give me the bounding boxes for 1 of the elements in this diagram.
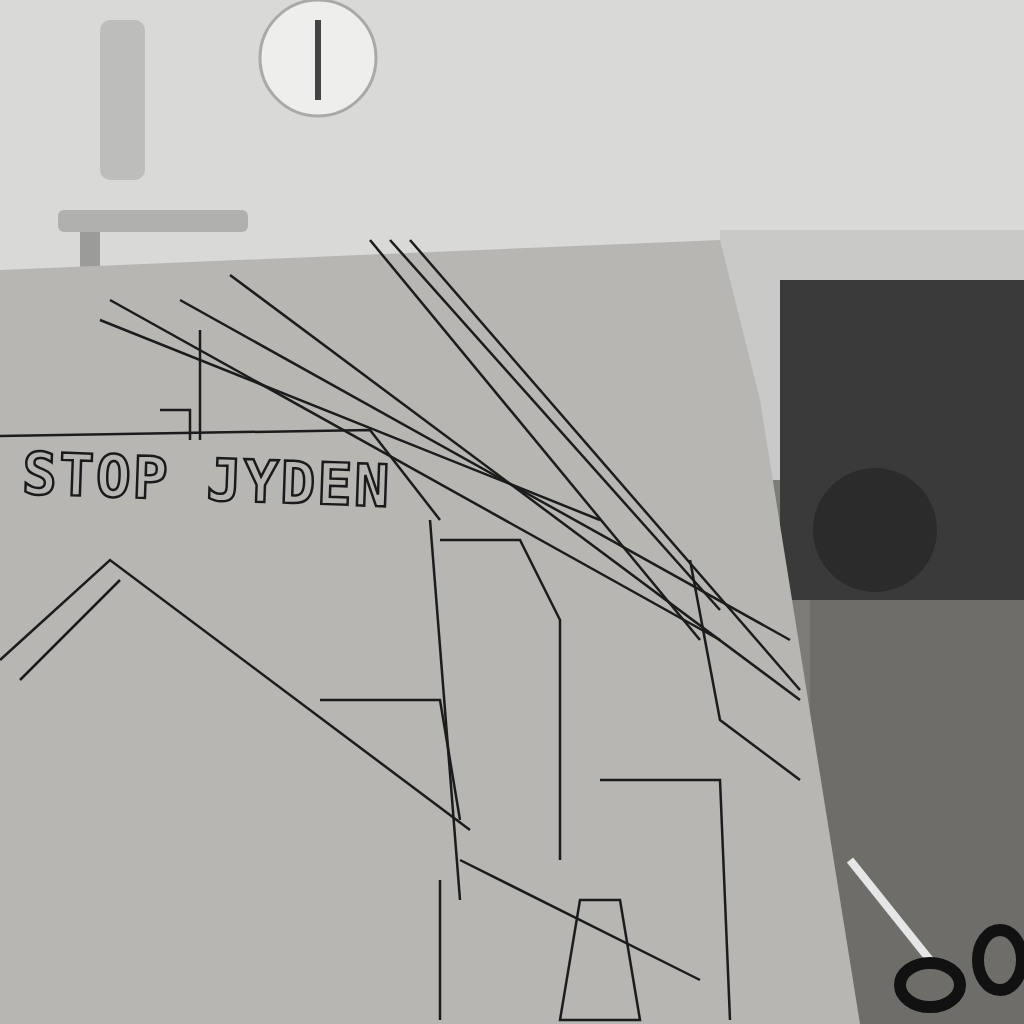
stitched-sign-text: STOP JYDEN [20,439,393,521]
